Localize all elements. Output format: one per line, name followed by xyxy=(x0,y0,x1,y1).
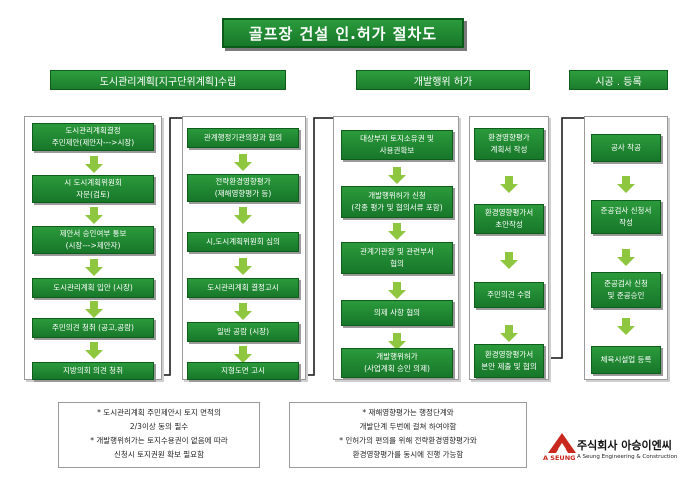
arrow-down-icon xyxy=(85,301,103,318)
step-council-hearing: 지방의회 의견 청취 xyxy=(32,362,154,380)
arrow-down-icon xyxy=(85,156,103,173)
arrow-down-icon xyxy=(234,207,252,224)
step-development-permit: 개발행위허가(사업계획 승인 의제) xyxy=(341,348,453,378)
connector-col3-to-col5 xyxy=(549,117,585,359)
arrow-down-icon xyxy=(85,342,103,359)
arrow-down-icon xyxy=(388,223,406,240)
arrow-down-icon xyxy=(234,258,252,275)
section-header-urban-plan: 도시관리계획[지구단위계획]수립 xyxy=(50,70,286,90)
arrow-down-icon xyxy=(617,249,635,266)
note-left: * 도시관리계획 주민제안시 토지 면적의 2/3이상 동의 필수 * 개발행위… xyxy=(58,402,260,468)
arrow-down-icon xyxy=(617,176,635,193)
step-strategic-env-assessment: 전략환경영향평가(재해영향평가 등) xyxy=(187,174,299,202)
note-right: * 재해영향평가는 행정단계와 개발단계 두번에 걸쳐 하여야함 * 인허가의 … xyxy=(289,402,527,468)
step-development-permit-application: 개발행위허가 신청(각종 평가 및 협의서류 포함) xyxy=(341,186,453,218)
step-resident-opinion: 주민의견 수렴 xyxy=(474,282,544,308)
arrow-down-icon xyxy=(234,154,252,171)
step-topographic-map-notice: 지형도면 고시 xyxy=(187,362,299,380)
arrow-down-icon xyxy=(234,303,252,320)
arrow-down-icon xyxy=(234,346,252,363)
section-header-construction: 시공 . 등록 xyxy=(569,70,668,90)
arrow-down-icon xyxy=(85,259,103,276)
company-name-korean: 주식회사 아승이엔씨 xyxy=(577,439,672,452)
step-sports-facility-registration: 체육시설업 등록 xyxy=(591,346,661,374)
step-proposal-approval-notice: 제안서 승인여부 통보(시장--->제안자) xyxy=(32,226,154,254)
logo-mark-text: A SEUNG xyxy=(543,454,576,462)
arrow-down-icon xyxy=(500,325,518,342)
step-deemed-matters-consultation: 의제 사항 협의 xyxy=(341,300,453,326)
step-public-inspection: 일반 공람 (시장) xyxy=(187,322,299,342)
arrow-down-icon xyxy=(388,282,406,299)
step-plan-decision-notice: 도시관리계획 결정고시 xyxy=(187,278,299,298)
arrow-down-icon xyxy=(617,318,635,335)
arrow-down-icon xyxy=(388,167,406,184)
section-header-development: 개발행위 허가 xyxy=(356,70,530,90)
arrow-down-icon xyxy=(500,176,518,193)
step-plan-drafting: 도시관리계획 입안 (시장) xyxy=(32,278,154,298)
step-planning-committee-review: 시,도시계획위원회 심의 xyxy=(187,232,299,252)
step-agency-consultation: 관계행정기관의장과 협의 xyxy=(187,128,299,148)
company-logo-mark-icon xyxy=(548,433,576,453)
step-construction-start: 공사 착공 xyxy=(591,134,661,162)
page-title: 골프장 건설 인.허가 절차도 xyxy=(222,18,464,48)
company-name-english: A Seung Engineering & Construction xyxy=(577,454,678,460)
arrow-down-icon xyxy=(85,207,103,224)
connector-col1-to-col2 xyxy=(160,117,183,376)
arrow-down-icon xyxy=(388,333,406,350)
connector-col2-to-col3 xyxy=(305,117,335,376)
company-logo: A SEUNG 주식회사 아승이엔씨 A Seung Engineering &… xyxy=(543,430,693,470)
arrow-down-icon xyxy=(500,252,518,269)
step-resident-hearing: 주민의견 청취 (공고,공람) xyxy=(32,318,154,338)
